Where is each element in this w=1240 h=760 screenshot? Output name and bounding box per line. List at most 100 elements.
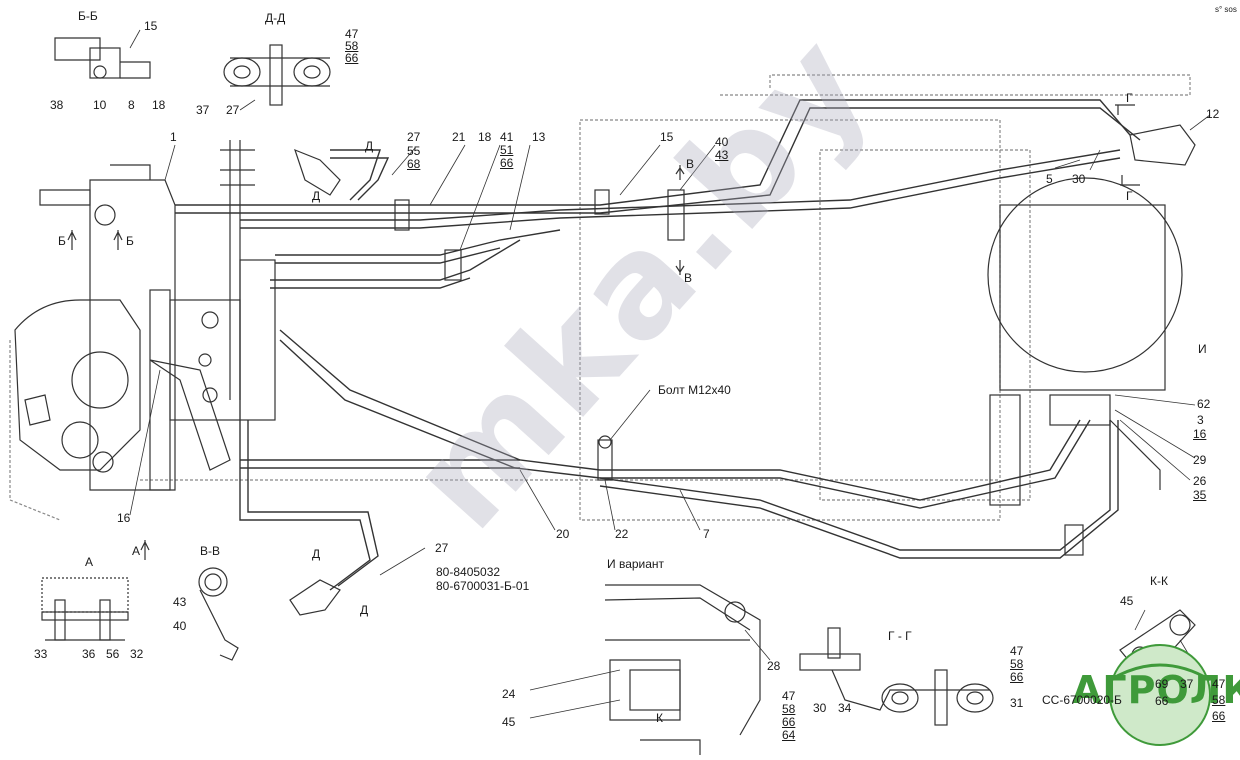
- callout-3: 3: [1197, 413, 1204, 427]
- view-mark-g-top: Г: [1126, 91, 1133, 105]
- view-mark-b-left: Б: [58, 234, 66, 248]
- rear-axle-detail: [987, 177, 1183, 506]
- callout-62: 62: [1197, 397, 1211, 411]
- callout-66e: 66: [1155, 694, 1169, 708]
- callout-12: 12: [1206, 107, 1220, 121]
- callout-15: 15: [144, 19, 158, 33]
- callout-27: 27: [226, 103, 240, 117]
- callout-45: 45: [502, 715, 516, 729]
- callout-16: 16: [1193, 427, 1207, 441]
- callout-36: 36: [82, 647, 96, 661]
- callout-51: 51: [500, 143, 514, 157]
- callout-58d: 58: [1212, 693, 1226, 707]
- callout-28: 28: [767, 659, 781, 673]
- section-title-bb: Б-Б: [78, 9, 98, 23]
- callout-47c: 47: [1010, 644, 1024, 658]
- section-title-dd: Д-Д: [265, 11, 286, 25]
- view-mark-v-bottom: В: [684, 271, 693, 285]
- view-mark-g-bottom: Г: [1126, 189, 1133, 203]
- section-dd-detail: [223, 44, 331, 106]
- view-mark-d-1: Д: [365, 139, 374, 153]
- section-bb-detail: [54, 37, 151, 79]
- part-number-2: 80-6700031-Б-01: [436, 579, 530, 593]
- callout-68: 68: [407, 157, 421, 171]
- callout-30b: 30: [813, 701, 827, 715]
- callout-47d: 47: [1212, 677, 1226, 691]
- callout-18b: 18: [478, 130, 492, 144]
- callout-47b: 47: [782, 689, 796, 703]
- callout-41: 41: [500, 130, 514, 144]
- callout-45b: 45: [1120, 594, 1134, 608]
- callout-8: 8: [128, 98, 135, 112]
- section-gg-detail: [799, 627, 994, 726]
- part-number-3: СС-6700020-Б: [1042, 693, 1122, 707]
- variant-i-detail: [604, 584, 761, 755]
- section-title-vv: В-В: [200, 544, 221, 558]
- brand-logo: [1109, 644, 1211, 746]
- callout-34: 34: [838, 701, 852, 715]
- callout-43b: 43: [173, 595, 187, 609]
- callout-55: 55: [407, 144, 421, 158]
- section-a-detail: [41, 577, 129, 641]
- view-mark-k: К: [656, 711, 663, 725]
- callout-66: 66: [345, 51, 359, 65]
- callout-13: 13: [532, 130, 546, 144]
- section-title-gg: Г - Г: [888, 629, 912, 643]
- callout-26: 26: [1193, 474, 1207, 488]
- callout-33: 33: [34, 647, 48, 661]
- callout-37b: 37: [1180, 677, 1194, 691]
- callout-66d: 66: [1010, 670, 1024, 684]
- section-title-i-variant: И вариант: [607, 557, 665, 571]
- section-title-kk: К-К: [1150, 574, 1168, 588]
- callout-21: 21: [452, 130, 466, 144]
- section-title-a: А: [85, 555, 94, 569]
- callout-35: 35: [1193, 488, 1207, 502]
- callout-10: 10: [93, 98, 107, 112]
- corner-mark: s° sos: [1215, 5, 1237, 14]
- callout-43: 43: [715, 148, 729, 162]
- callout-31: 31: [1010, 696, 1024, 710]
- view-mark-d-2: Д: [312, 189, 321, 203]
- callout-58: 58: [345, 39, 359, 53]
- callout-22: 22: [615, 527, 629, 541]
- callout-56: 56: [106, 647, 120, 661]
- view-mark-d-3: Д: [312, 547, 321, 561]
- callout-32: 32: [130, 647, 144, 661]
- pump-assembly: [14, 140, 276, 491]
- callout-58c: 58: [1010, 657, 1024, 671]
- callout-1: 1: [170, 130, 177, 144]
- callout-69: 69: [1155, 677, 1169, 691]
- callout-24: 24: [502, 687, 516, 701]
- view-mark-v-top: В: [686, 157, 695, 171]
- callout-58b: 58: [782, 702, 796, 716]
- callout-27c: 27: [435, 541, 449, 555]
- callout-66f: 66: [1212, 709, 1226, 723]
- view-arrows: [67, 104, 1140, 560]
- callout-29: 29: [1193, 453, 1207, 467]
- callout-47: 47: [345, 27, 359, 41]
- bolt-label: Болт М12х40: [658, 383, 731, 397]
- callout-15b: 15: [660, 130, 674, 144]
- callout-64: 64: [782, 728, 796, 742]
- view-mark-a: А: [132, 544, 141, 558]
- view-mark-b-right: Б: [126, 234, 134, 248]
- section-vv-detail: [198, 567, 239, 661]
- callout-66c: 66: [782, 715, 796, 729]
- callout-5: 5: [1046, 172, 1053, 186]
- callout-40b: 40: [173, 619, 187, 633]
- callout-66b: 66: [500, 156, 514, 170]
- callout-38: 38: [50, 98, 64, 112]
- view-mark-i: И: [1198, 342, 1207, 356]
- quick-couplers: [289, 124, 1196, 616]
- hydraulic-lines: [175, 99, 1141, 591]
- callout-30: 30: [1072, 172, 1086, 186]
- callout-7: 7: [703, 527, 710, 541]
- callout-27b: 27: [407, 130, 421, 144]
- callout-18: 18: [152, 98, 166, 112]
- callout-37: 37: [196, 103, 210, 117]
- brand-logo-text: АГРОЛК: [1072, 668, 1240, 712]
- callout-16b: 16: [117, 511, 131, 525]
- callout-40: 40: [715, 135, 729, 149]
- callout-20: 20: [556, 527, 570, 541]
- part-number-1: 80-8405032: [436, 565, 501, 579]
